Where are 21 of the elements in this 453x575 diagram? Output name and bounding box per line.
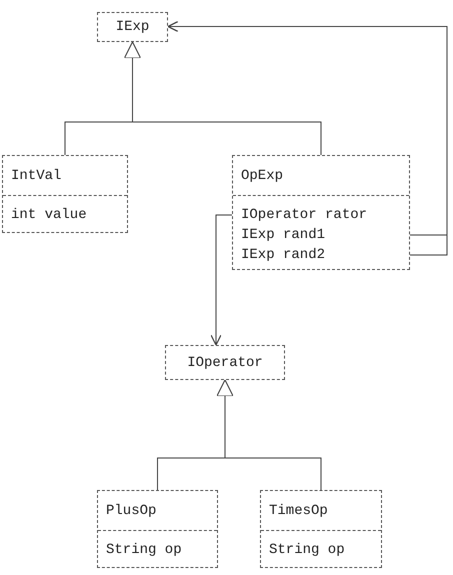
class-name: IOperator [187,354,263,370]
class-box [2,155,128,233]
class-box [165,345,285,380]
inheritance-arrow [216,380,322,490]
association-arrow [210,214,232,346]
class-box [97,490,218,568]
field-text: IExp rand1 [241,226,326,245]
field-text: String op [106,541,183,560]
class-name: IntVal [11,168,62,184]
inheritance-arrow [124,42,322,156]
class-name: PlusOp [106,502,156,518]
class-box [232,155,410,270]
field-text: String op [269,541,346,560]
class-name: OpExp [241,168,284,184]
field-text: IOperator rator [241,206,368,225]
class-box [260,490,382,568]
field-text: IExp rand2 [241,246,326,265]
class-box [97,12,168,42]
field-text: int value [11,206,88,225]
class-name: TimesOp [269,502,328,518]
class-name: IExp [116,19,150,35]
